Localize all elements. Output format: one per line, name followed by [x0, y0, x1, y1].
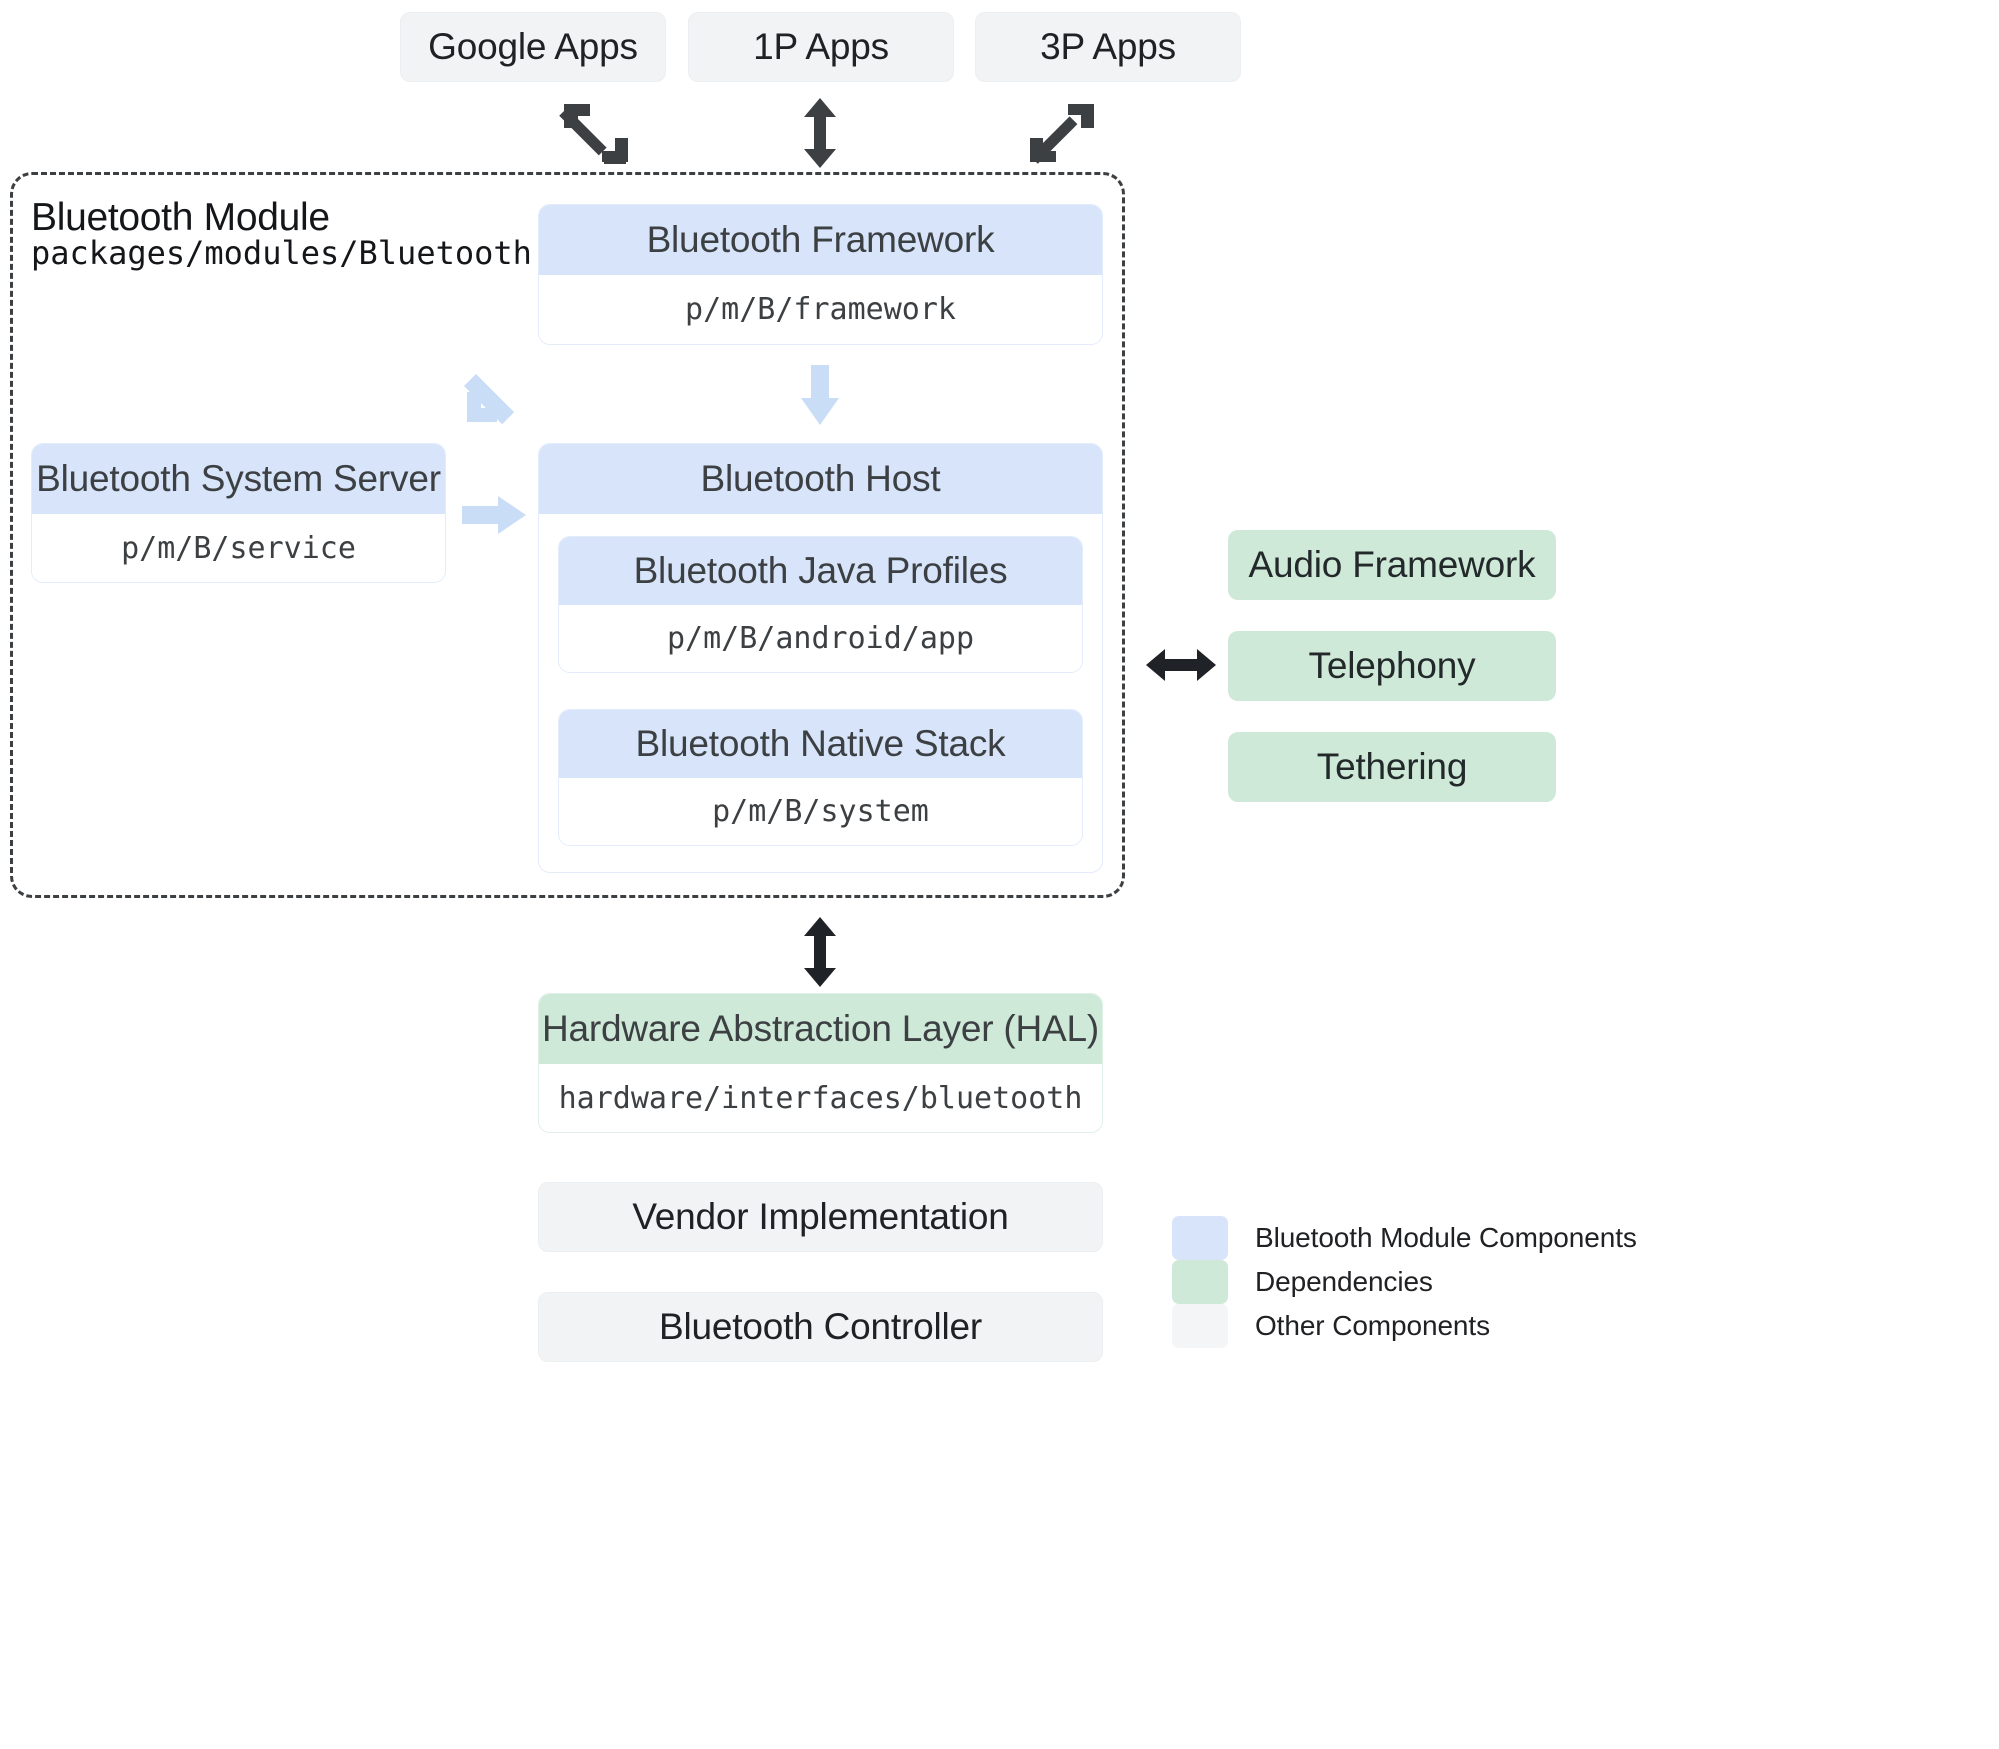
- card-path: p/m/B/framework: [539, 275, 1102, 344]
- card-title: Hardware Abstraction Layer (HAL): [539, 994, 1102, 1064]
- card-title: Bluetooth Host: [539, 444, 1102, 514]
- card-path: hardware/interfaces/bluetooth: [539, 1064, 1102, 1132]
- arrow-3p-apps-to-module: [1026, 102, 1098, 164]
- arrow-framework-to-host: [800, 365, 840, 425]
- legend-swatch-green: [1172, 1260, 1228, 1304]
- arrow-google-apps-to-module: [559, 102, 632, 164]
- legend-item-dependencies: Dependencies: [1172, 1260, 1433, 1304]
- app-box-label: 1P Apps: [753, 26, 889, 67]
- legend-label: Other Components: [1255, 1310, 1490, 1341]
- app-box-1p-apps[interactable]: 1P Apps: [688, 12, 954, 82]
- box-vendor-implementation[interactable]: Vendor Implementation: [538, 1182, 1103, 1252]
- dependency-label: Tethering: [1316, 746, 1468, 787]
- arrow-1p-apps-to-module: [802, 98, 838, 168]
- bluetooth-module-container: [10, 172, 1125, 898]
- card-title: Bluetooth Java Profiles: [559, 537, 1082, 605]
- card-title: Bluetooth Framework: [539, 205, 1102, 275]
- legend-item-bluetooth-module-components: Bluetooth Module Components: [1172, 1216, 1637, 1260]
- legend-label: Bluetooth Module Components: [1255, 1222, 1637, 1253]
- dependency-tethering[interactable]: Tethering: [1228, 732, 1556, 802]
- module-title: Bluetooth Module: [31, 196, 330, 239]
- app-box-label: 3P Apps: [1040, 26, 1176, 67]
- legend: Bluetooth Module Components Dependencies…: [1172, 1216, 1637, 1348]
- legend-label: Dependencies: [1255, 1266, 1433, 1297]
- dependency-audio-framework[interactable]: Audio Framework: [1228, 530, 1556, 600]
- arrow-host-to-dependencies: [1146, 647, 1216, 683]
- legend-item-other-components: Other Components: [1172, 1304, 1490, 1348]
- legend-swatch-gray: [1172, 1304, 1228, 1348]
- box-bluetooth-controller[interactable]: Bluetooth Controller: [538, 1292, 1103, 1362]
- arrow-framework-to-system-server: [463, 366, 529, 425]
- app-box-label: Google Apps: [428, 26, 638, 67]
- app-box-google-apps[interactable]: Google Apps: [400, 12, 666, 82]
- card-hardware-abstraction-layer[interactable]: Hardware Abstraction Layer (HAL) hardwar…: [538, 993, 1103, 1133]
- dependency-label: Audio Framework: [1248, 544, 1536, 585]
- legend-swatch-blue: [1172, 1216, 1228, 1260]
- app-box-3p-apps[interactable]: 3P Apps: [975, 12, 1241, 82]
- dependency-label: Telephony: [1308, 645, 1476, 686]
- box-label: Bluetooth Controller: [658, 1306, 983, 1347]
- box-label: Vendor Implementation: [632, 1196, 1009, 1237]
- arrow-module-to-hal: [802, 917, 838, 987]
- card-title: Bluetooth System Server: [32, 444, 445, 514]
- card-path: p/m/B/service: [32, 514, 445, 582]
- card-bluetooth-framework[interactable]: Bluetooth Framework p/m/B/framework: [538, 204, 1103, 345]
- card-path: p/m/B/system: [559, 778, 1082, 845]
- card-path: p/m/B/android/app: [559, 605, 1082, 672]
- card-title: Bluetooth Native Stack: [559, 710, 1082, 778]
- card-bluetooth-native-stack[interactable]: Bluetooth Native Stack p/m/B/system: [558, 709, 1083, 846]
- arrow-system-server-to-host: [462, 495, 526, 535]
- module-path: packages/modules/Bluetooth: [31, 234, 532, 272]
- dependency-telephony[interactable]: Telephony: [1228, 631, 1556, 701]
- card-bluetooth-system-server[interactable]: Bluetooth System Server p/m/B/service: [31, 443, 446, 583]
- card-bluetooth-java-profiles[interactable]: Bluetooth Java Profiles p/m/B/android/ap…: [558, 536, 1083, 673]
